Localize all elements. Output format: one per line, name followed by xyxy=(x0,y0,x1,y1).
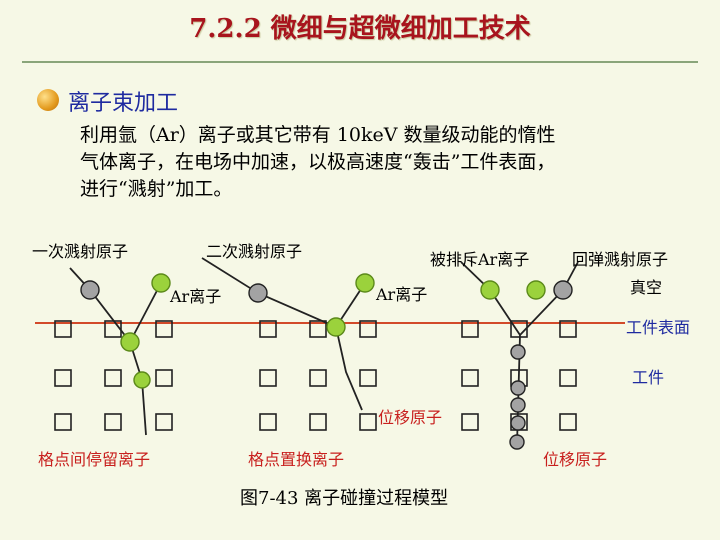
lattice-atom xyxy=(461,413,479,431)
sputtered-atom xyxy=(248,283,268,303)
ar-ions xyxy=(120,273,546,389)
displaced-atom xyxy=(510,415,526,431)
repelled-ion-label: 被排斥Ar离子 xyxy=(430,250,530,269)
description-paragraph: 利用氩（Ar）离子或其它带有 10keV 数量级动能的惰性 气体离子，在电场中加… xyxy=(80,122,700,203)
displaced-atom xyxy=(510,397,526,413)
lattice-atom xyxy=(259,320,277,338)
page-title: 7.2.2 微细与超微细加工技术 xyxy=(189,14,531,44)
lattice-atom xyxy=(104,320,122,338)
sputtered-atom xyxy=(80,280,100,300)
displaced-atom-label: 位移原子 xyxy=(543,450,608,469)
ar-ion xyxy=(120,332,140,352)
substitution-ion-label: 格点置换离子 xyxy=(248,450,345,469)
lattice-atom xyxy=(155,369,173,387)
lattice-atom xyxy=(461,320,479,338)
lattice-atom xyxy=(155,320,173,338)
displaced-atom xyxy=(510,344,526,360)
sputtered-atom xyxy=(553,280,573,300)
displaced-atom xyxy=(509,434,525,450)
ar-ion xyxy=(526,280,546,300)
lattice-atom xyxy=(559,369,577,387)
displaced-atom xyxy=(510,380,526,396)
sputtered-atoms xyxy=(80,280,573,303)
lattice-atom xyxy=(510,320,528,338)
lattice-atom xyxy=(54,369,72,387)
displaced-atom-chain xyxy=(509,344,526,450)
primary-sputter-label: 一次溅射原子 xyxy=(32,242,129,261)
figure-caption: 图7-43 离子碰撞过程模型 xyxy=(240,488,449,509)
lattice-atom xyxy=(104,369,122,387)
lattice-atom xyxy=(309,369,327,387)
workpiece-label: 工件 xyxy=(632,368,665,387)
section-heading: 离子束加工 xyxy=(68,91,179,116)
ion-path-incoming xyxy=(129,282,162,343)
paragraph-line: 气体离子，在电场中加速，以极高速度“轰击”工件表面， xyxy=(80,151,556,173)
interstitial-ion-label: 格点间停留离子 xyxy=(38,450,151,469)
lattice-atom xyxy=(54,413,72,431)
ar-ion-label: Ar离子 xyxy=(170,287,222,306)
lattice-atom xyxy=(309,320,327,338)
lattice-atom xyxy=(54,320,72,338)
ar-ion-repelled xyxy=(480,280,500,300)
lattice-atom xyxy=(359,413,377,431)
vacuum-label: 真空 xyxy=(630,278,663,297)
workpiece-surface-label: 工件表面 xyxy=(626,318,691,337)
lattice-atom xyxy=(359,369,377,387)
lattice-atom xyxy=(104,413,122,431)
ar-ion xyxy=(355,273,375,293)
title-divider xyxy=(22,61,698,63)
bullet-icon xyxy=(37,89,59,111)
lattice-atom xyxy=(359,320,377,338)
ar-ion-interstitial xyxy=(133,371,151,389)
lattice-atom xyxy=(259,413,277,431)
ar-ion xyxy=(151,273,171,293)
paragraph-line: 利用氩（Ar）离子或其它带有 10keV 数量级动能的惰性 xyxy=(80,124,556,146)
rebound-sputter-label: 回弹溅射原子 xyxy=(572,250,669,269)
ar-ion-substitution xyxy=(326,317,346,337)
lattice-atom xyxy=(309,413,327,431)
paragraph-line: 进行“溅射”加工。 xyxy=(80,178,233,200)
ar-ion-label: Ar离子 xyxy=(376,285,428,304)
lattice-atom xyxy=(461,369,479,387)
lattice-atom xyxy=(259,369,277,387)
lattice-atom xyxy=(155,413,173,431)
secondary-sputter-label: 二次溅射原子 xyxy=(206,242,303,261)
lattice-atom xyxy=(559,413,577,431)
lattice-atom xyxy=(559,320,577,338)
trajectory-lines xyxy=(69,257,579,446)
displaced-atom-label: 位移原子 xyxy=(378,408,443,427)
